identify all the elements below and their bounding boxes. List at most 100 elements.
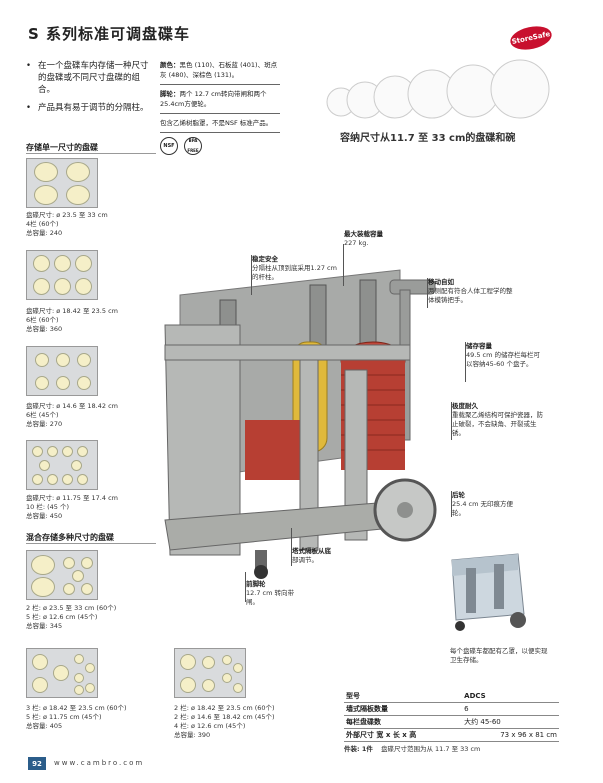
plates-caption: 容纳尺寸从11.7 至 33 cm的盘碟和碗 [340,133,516,144]
color-text: 黑色 (110)、石板蓝 (401)、斑点灰 (480)、深棕色 (131)。 [160,61,278,79]
table-cell: 墙式隔板数量 [344,702,463,716]
callout-heading: 最大装载容量 [344,230,383,238]
callout-text: 部调节。 [292,556,318,564]
bullet-item: 在一个盘碟车内存储一种尺寸的盘碟或不同尺寸盘碟的组合。 [26,60,151,96]
spec-line: 5 栏: ø 12.6 cm (45个) [26,613,98,621]
spec-line: 总容量: 240 [26,229,63,237]
config-thumb [174,648,246,698]
config-thumb [26,250,98,300]
dish-caddy-image [164,269,437,579]
config-thumb [26,440,98,490]
spec-line: 总容量: 345 [26,622,63,630]
bpa-free-icon: BPA FREE [184,137,202,155]
table-cell: 型号 [344,690,463,703]
callout-move: 移动自如 两侧配有符合人体工程学的整体模铸把手。 [428,278,513,305]
footnote-text: 盘碟尺寸范围为从 11.7 至 33 cm [380,745,481,753]
caster-text: 两个 12.7 cm转向带闸和两个 25.4cm方便轮。 [160,90,267,108]
callout-heading: 稳定安全 [252,255,278,263]
covered-cart-image [451,553,526,631]
spec-line: 盘碟尺寸: ø 23.5 至 33 cm [26,211,108,219]
spec-line: 6栏 (60个) [26,316,59,324]
config-spec: 3 栏: ø 18.42 至 23.5 cm (60个) 5 栏: ø 11.7… [26,704,127,731]
callout-heading: 极度耐久 [452,402,478,410]
config-spec: 盘碟尺寸: ø 18.42 至 23.5 cm 6栏 (60个) 总容量: 36… [26,307,118,334]
spec-line: 盘碟尺寸: ø 11.75 至 17.4 cm [26,494,118,502]
callout-text: 49.5 cm 的储存栏每栏可以容纳45-60 个盘子。 [466,351,541,368]
table-row: 每栏盘碟数大约 45-60 [344,715,559,729]
spec-line: 2 栏: ø 14.6 至 18.42 cm (45个) [174,713,275,721]
table-cell: 外部尺寸 宽 x 长 x 高 [344,728,463,742]
callout-text: 重载聚乙烯结构可保护瓷器，防止破裂，不会缺角、开裂或生锈。 [452,411,543,437]
spec-line: 10 栏: (45 个) [26,503,70,511]
spec-line: 总容量: 405 [26,722,63,730]
callout-heading: 储存容量 [466,342,492,350]
config-spec: 盘碟尺寸: ø 14.6 至 18.42 cm 6栏 (45个) 总容量: 27… [26,402,118,429]
footnote-label: 件装: 1件 [344,745,373,753]
callout-stable: 稳定安全 分隔柱从顶到底采用1.27 cm 的杆柱。 [252,255,342,282]
callout-capacity: 最大装载容量 227 kg. [344,230,424,248]
plates-image [326,59,550,119]
config-thumb [26,346,98,396]
callout-text: 12.7 cm 转向带闸。 [246,589,295,606]
table-footnote: 件装: 1件 盘碟尺寸范围为从 11.7 至 33 cm [344,745,559,754]
badge-text: StoreSafe [511,30,551,46]
cover-caption: 每个盘碟车都配有乙罩，以便实现卫生存储。 [450,647,548,664]
callout-text: 25.4 cm 无印痕方便轮。 [452,500,514,517]
spec-line: 4栏 (60个) [26,220,59,228]
callout-rear-wheel: 后轮 25.4 cm 无印痕方便轮。 [452,491,522,518]
config-spec: 2 栏: ø 23.5 至 33 cm (60个) 5 栏: ø 12.6 cm… [26,604,116,631]
cover-note: 包含乙烯树脂罩，不是NSF 标准产品。 [160,119,273,127]
config-spec: 盘碟尺寸: ø 11.75 至 17.4 cm 10 栏: (45 个) 总容量… [26,494,118,521]
spec-line: 总容量: 360 [26,325,63,333]
config-thumb [26,158,98,208]
table-cell: 73 x 96 x 81 cm [462,728,559,742]
table-cell: 大约 45-60 [462,715,559,729]
spec-line: 5 栏: ø 11.75 cm (45个) [26,713,102,721]
callout-divider: 塔式隔板从底 部调节。 [292,547,372,565]
spec-line: 总容量: 390 [174,731,211,739]
spec-line: 2 栏: ø 18.42 至 23.5 cm (60个) [174,704,275,712]
feature-bullets: 在一个盘碟车内存储一种尺寸的盘碟或不同尺寸盘碟的组合。 产品具有易于调节的分隔柱… [26,60,151,120]
table-cell: ADCS [462,690,559,703]
spec-line: 3 栏: ø 18.42 至 23.5 cm (60个) [26,704,127,712]
spec-line: 6栏 (45个) [26,411,59,419]
spec-line: 盘碟尺寸: ø 14.6 至 18.42 cm [26,402,118,410]
callout-storage: 储存容量 49.5 cm 的储存栏每栏可以容纳45-60 个盘子。 [466,342,541,369]
spec-line: 总容量: 270 [26,420,63,428]
spec-line: 盘碟尺寸: ø 18.42 至 23.5 cm [26,307,118,315]
spec-line: 4 栏: ø 12.6 cm (45个) [174,722,246,730]
storesafe-badge: StoreSafe [508,22,554,54]
caster-label: 脚轮： [160,90,180,98]
config-spec: 盘碟尺寸: ø 23.5 至 33 cm 4栏 (60个) 总容量: 240 [26,211,108,238]
nsf-cert-icon: NSF [160,137,178,155]
color-info: 颜色：黑色 (110)、石板蓝 (401)、斑点灰 (480)、深棕色 (131… [160,60,280,155]
callout-heading: 前脚轮 [246,580,266,588]
callout-front-caster: 前脚轮 12.7 cm 转向带闸。 [246,580,306,607]
color-label: 颜色： [160,61,180,69]
page-number: 92 [28,757,46,770]
callout-text: 两侧配有符合人体工程学的整体模铸把手。 [428,287,513,304]
callout-heading: 塔式隔板从底 [292,547,331,555]
section-single-title: 存储单一尺寸的盘碟 [26,143,98,152]
bullet-item: 产品具有易于调节的分隔柱。 [26,102,151,114]
spec-line: 总容量: 450 [26,512,63,520]
section-mixed-title: 混合存储多种尺寸的盘碟 [26,533,114,542]
callout-text: 227 kg. [344,239,369,247]
callout-durable: 极度耐久 重载聚乙烯结构可保护瓷器，防止破裂，不会缺角、开裂或生锈。 [452,402,547,438]
table-cell: 每栏盘碟数 [344,715,463,729]
callout-heading: 后轮 [452,491,465,499]
config-spec: 2 栏: ø 18.42 至 23.5 cm (60个) 2 栏: ø 14.6… [174,704,275,740]
config-thumb [26,550,98,600]
cert-text: BPA FREE [187,138,199,153]
table-cell: 6 [462,702,559,716]
page-title: S 系列标准可调盘碟车 [28,25,191,43]
spec-line: 2 栏: ø 23.5 至 33 cm (60个) [26,604,117,612]
callout-heading: 移动自如 [428,278,454,286]
website-link[interactable]: www.cambro.com [54,759,145,767]
cert-text: NSF [163,143,175,149]
